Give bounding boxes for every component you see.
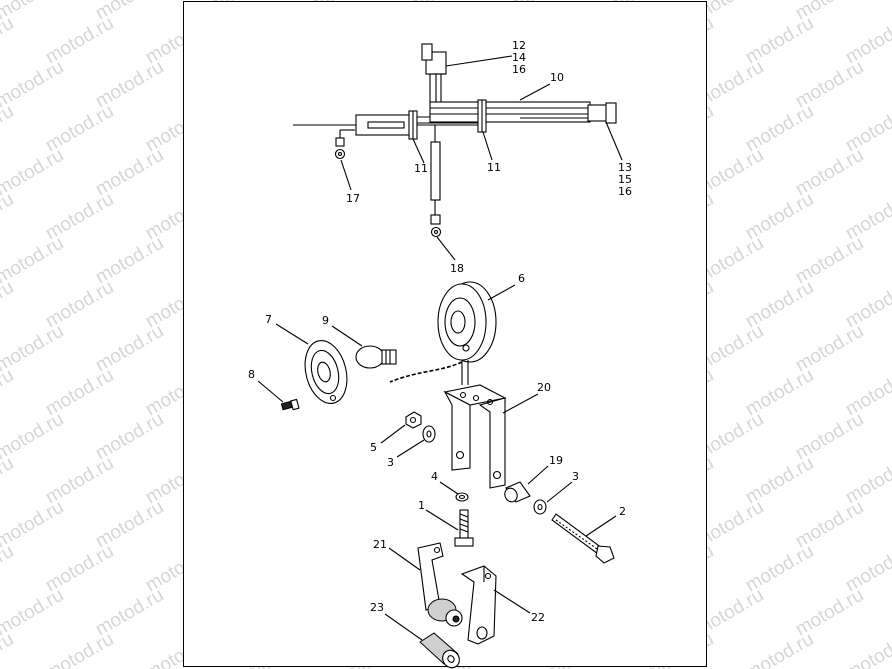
bracket-22 bbox=[460, 565, 497, 645]
callout-13: 13 bbox=[618, 161, 632, 174]
callout-3: 3 bbox=[387, 456, 394, 469]
spacer-19 bbox=[504, 481, 531, 503]
callout-16: 16 bbox=[618, 185, 632, 198]
callout-20: 20 bbox=[537, 381, 551, 394]
callout-17: 17 bbox=[346, 192, 360, 205]
callout-10: 10 bbox=[550, 71, 564, 84]
callout-1: 1 bbox=[418, 499, 425, 512]
bolt-1 bbox=[454, 509, 474, 547]
callout-3: 3 bbox=[572, 470, 579, 483]
callout-14: 14 bbox=[512, 51, 526, 64]
harness-sleeve bbox=[429, 101, 591, 123]
callout-19: 19 bbox=[549, 454, 563, 467]
callout-11: 11 bbox=[487, 161, 501, 174]
bulb bbox=[355, 345, 397, 369]
wiring-harness bbox=[293, 43, 617, 238]
callout-12: 12 bbox=[512, 39, 526, 52]
horn-assembly bbox=[389, 281, 497, 385]
washer-3-right bbox=[533, 499, 547, 515]
callout-8: 8 bbox=[248, 368, 255, 381]
callout-2: 2 bbox=[619, 505, 626, 518]
reflector-assembly bbox=[304, 340, 348, 404]
callout-labels: 12 14 16 10 13 15 16 11 11 17 18 6 7 9 8… bbox=[248, 39, 632, 624]
lock-washer-4 bbox=[455, 492, 469, 502]
callout-15: 15 bbox=[618, 173, 632, 186]
nut-5 bbox=[405, 411, 422, 429]
callout-18: 18 bbox=[450, 262, 464, 275]
callout-23: 23 bbox=[370, 601, 384, 614]
washer-3-left bbox=[422, 425, 436, 443]
callout-6: 6 bbox=[518, 272, 525, 285]
callout-9: 9 bbox=[322, 314, 329, 327]
callout-16: 16 bbox=[512, 63, 526, 76]
screw-8 bbox=[280, 398, 300, 411]
bracket-21 bbox=[417, 542, 463, 627]
callout-7: 7 bbox=[265, 313, 272, 326]
harness-sleeve-vertical bbox=[430, 141, 441, 201]
callout-21: 21 bbox=[373, 538, 387, 551]
horn-bracket bbox=[443, 384, 507, 489]
callout-11: 11 bbox=[414, 162, 428, 175]
callout-22: 22 bbox=[531, 611, 545, 624]
callout-4: 4 bbox=[431, 470, 438, 483]
bolt-2 bbox=[551, 513, 615, 564]
callout-5: 5 bbox=[370, 441, 377, 454]
leader-lines bbox=[257, 55, 623, 641]
bushing-23 bbox=[419, 632, 460, 669]
